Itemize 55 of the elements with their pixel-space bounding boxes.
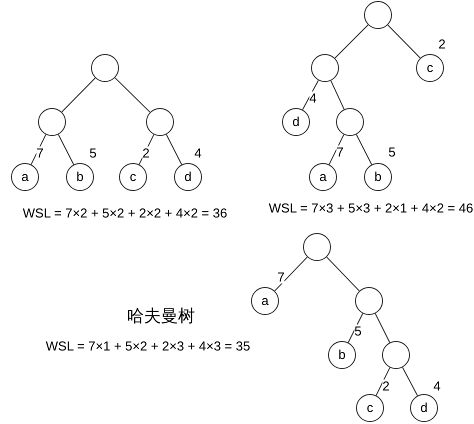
leaf-node: c: [119, 163, 147, 191]
tree-edge: [387, 24, 421, 58]
tree-node: [355, 287, 383, 315]
leaf-node: d: [410, 394, 438, 422]
leaf-node: c: [356, 394, 384, 422]
tree-edge: [402, 366, 418, 396]
tree-edge: [348, 313, 364, 343]
tree-node: [311, 54, 339, 82]
tree-edge: [326, 256, 360, 292]
leaf-node: a: [11, 163, 39, 191]
tree-edge: [302, 80, 319, 110]
tree-edge: [61, 78, 96, 112]
weight-label: 7: [277, 270, 285, 284]
weight-label: 2: [382, 380, 390, 392]
tree-edge: [330, 80, 345, 110]
weight-label: 7: [336, 146, 344, 158]
tree-edge: [334, 24, 369, 59]
tree-edge: [58, 134, 74, 166]
tree-node: [364, 1, 392, 29]
tree-node: [382, 341, 410, 369]
weight-label: 7: [36, 146, 44, 160]
tree-node: [91, 54, 119, 82]
leaf-node: b: [364, 163, 392, 191]
wsl-formula: WSL = 7×3 + 5×3 + 2×1 + 4×2 = 46: [268, 202, 474, 214]
tree-caption: 哈夫曼树: [127, 308, 195, 324]
weight-label: 5: [89, 146, 97, 160]
tree-edge: [376, 367, 390, 396]
leaf-node: c: [416, 54, 444, 82]
leaf-node: b: [328, 341, 356, 369]
tree-edge: [328, 134, 344, 165]
tree-edge: [356, 134, 372, 166]
tree-edge: [274, 256, 308, 292]
weight-label: 5: [388, 146, 396, 158]
leaf-node: d: [174, 163, 202, 191]
leaf-node: a: [309, 163, 337, 191]
weight-label: 4: [194, 146, 202, 160]
weight-label: 4: [433, 380, 441, 392]
tree-node: [146, 108, 174, 136]
tree-node: [38, 108, 66, 136]
leaf-node: b: [66, 163, 94, 191]
weight-label: 2: [142, 146, 150, 160]
weight-label: 2: [438, 38, 446, 50]
tree-node: [336, 108, 364, 136]
weight-label: 4: [309, 92, 317, 104]
tree-edge: [30, 134, 46, 165]
tree-edge: [114, 77, 150, 113]
tree-node: [303, 233, 331, 261]
tree-edge: [138, 134, 154, 165]
tree-edge: [374, 313, 390, 343]
weight-label: 5: [354, 324, 362, 338]
wsl-formula: WSL = 7×2 + 5×2 + 2×2 + 4×2 = 36: [22, 206, 228, 220]
leaf-node: d: [282, 108, 310, 136]
tree-edge: [166, 134, 182, 166]
wsl-formula: WSL = 7×1 + 5×2 + 2×3 + 4×3 = 35: [46, 340, 250, 352]
leaf-node: a: [251, 287, 279, 315]
